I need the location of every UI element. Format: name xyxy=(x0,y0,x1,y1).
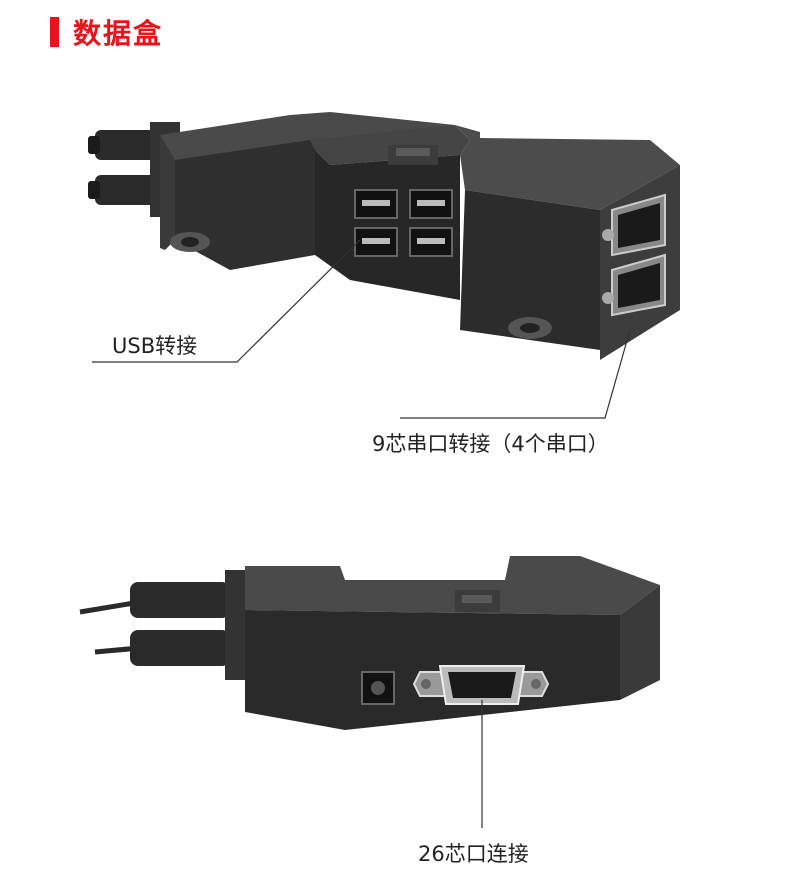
data-box-bottom-view xyxy=(79,556,660,730)
serial-label: 9芯串口转接（4个串口） xyxy=(372,432,609,456)
serial-ports xyxy=(602,193,666,317)
rail-clip xyxy=(388,145,438,165)
section-header: 数据盒 xyxy=(50,14,163,50)
db26-connector xyxy=(412,665,550,705)
section-title: 数据盒 xyxy=(73,17,164,50)
usb-ports xyxy=(354,189,453,257)
mounting-tabs xyxy=(170,232,552,339)
usb-label: USB转接 xyxy=(112,334,198,358)
connector26-label: 26芯口连接 xyxy=(418,842,529,866)
cable-connectors-bottom xyxy=(79,570,245,680)
data-box-top-view xyxy=(88,112,680,360)
power-jack xyxy=(361,671,395,705)
accent-bar xyxy=(50,17,59,47)
leader-lines-top xyxy=(92,239,631,419)
